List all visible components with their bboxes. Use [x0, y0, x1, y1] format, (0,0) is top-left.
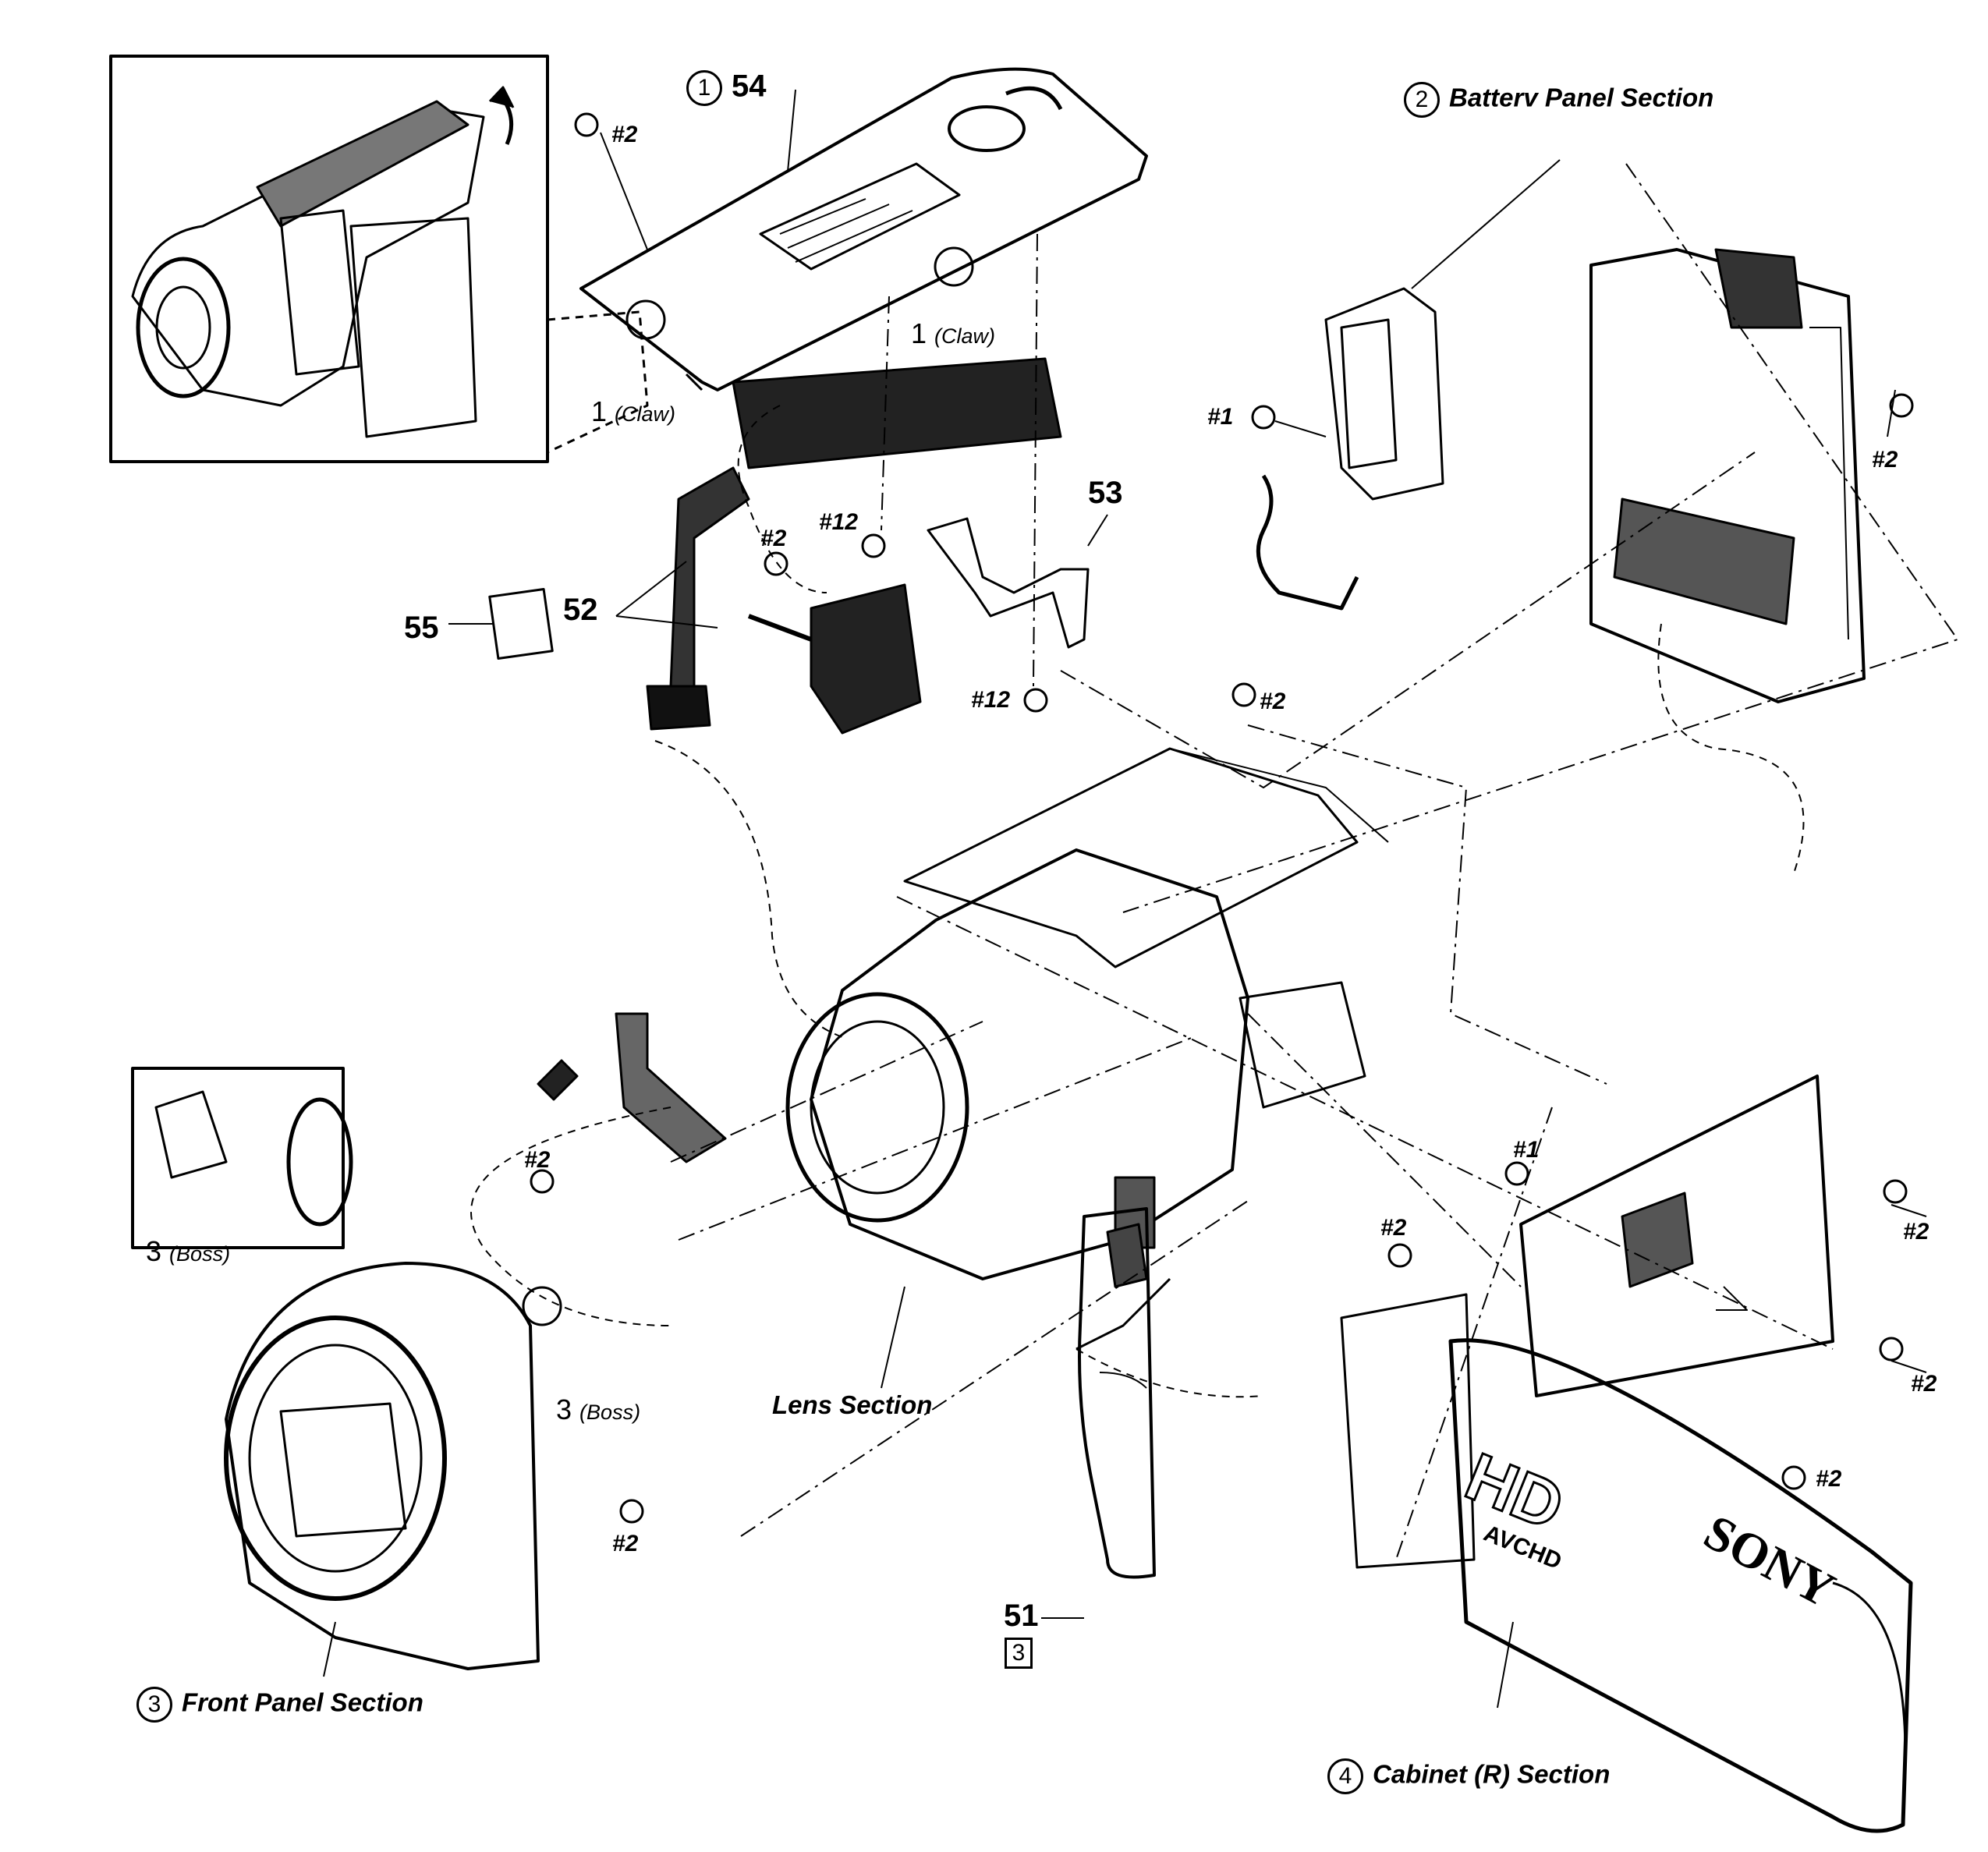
cabinet-r-section-text: Cabinet (R) Section — [1373, 1759, 1611, 1789]
front-panel-section-drawing — [131, 1067, 562, 1670]
boss-note-inset: 3 (Boss) — [146, 1238, 230, 1266]
part-54-label: 54 — [732, 69, 767, 104]
screw-2-label-mic: #2 — [760, 526, 787, 551]
claw-note-left: 1 (Claw) — [591, 398, 675, 426]
part-51-reference-box: 3 — [1005, 1638, 1033, 1669]
claw-count-left: 1 — [591, 395, 608, 427]
front-panel-section-label: 3 Front Panel Section — [136, 1687, 423, 1723]
front-panel-section-index: 3 — [136, 1687, 172, 1723]
boss-note-front: 3 (Boss) — [556, 1396, 640, 1424]
boss-text-front: (Boss) — [579, 1401, 641, 1424]
claw-note-right: 1 (Claw) — [911, 320, 995, 348]
screw-2-label-front-lower: #2 — [612, 1531, 639, 1556]
boss-count-inset: 3 — [146, 1235, 162, 1267]
small-flex — [1106, 1223, 1148, 1288]
boss-count-front: 3 — [556, 1393, 572, 1425]
lens-section-drawing — [785, 747, 1389, 1351]
guide-lines — [670, 163, 1958, 1560]
cabinet-r-section-label: 4 Cabinet (R) Section — [1327, 1758, 1610, 1794]
bracket-part-53 — [927, 517, 1090, 649]
top-cover-label: 1 54 — [686, 70, 767, 106]
screw-icons — [530, 112, 1914, 1524]
screw-2-label-front-upper: #2 — [524, 1147, 551, 1173]
battery-panel-section-text: Batterv Panel Section — [1449, 83, 1714, 112]
screw-2-label-chassis: #2 — [1260, 689, 1286, 714]
screw-12-label-upper: #12 — [819, 509, 859, 535]
front-panel-section-text: Front Panel Section — [182, 1687, 423, 1717]
screw-1-label-cabinet: #1 — [1513, 1137, 1540, 1163]
part-51-label: 51 — [1004, 1599, 1039, 1633]
part-51-reference-number: 3 — [1005, 1638, 1033, 1669]
screw-2-label-cabinet-bottom: #2 — [1816, 1466, 1842, 1492]
top-cover-part-54 — [579, 67, 1148, 391]
grip-belt-part-51 — [1078, 1207, 1156, 1579]
screw-2-label-cabinet-right-lower: #2 — [1911, 1371, 1937, 1397]
battery-panel-section-label: 2 Batterv Panel Section — [1404, 82, 1713, 118]
lens-harness — [537, 1059, 579, 1101]
claw-count-right: 1 — [911, 317, 927, 349]
screw-1-label-battery: #1 — [1207, 404, 1234, 430]
inset-camera-view — [109, 55, 649, 463]
part-53-label: 53 — [1088, 476, 1123, 510]
top-cover-index: 1 — [686, 70, 722, 106]
screw-2-label-cabinet-left: #2 — [1380, 1215, 1407, 1241]
screw-12-label-lower: #12 — [971, 687, 1011, 713]
boss-text-inset: (Boss) — [169, 1242, 231, 1266]
cabinet-r-section-index: 4 — [1327, 1758, 1363, 1794]
screw-2-label-top-cover: #2 — [611, 122, 638, 147]
claw-text-left: (Claw) — [615, 402, 676, 426]
part-52-label: 52 — [563, 593, 598, 627]
sheet-part-55 — [488, 588, 554, 660]
battery-panel-section-drawing — [1256, 248, 1866, 703]
lens-section-label: Lens Section — [772, 1390, 933, 1419]
dashed-paths — [470, 405, 1805, 1398]
cabinet-r-section-drawing — [1340, 1075, 1913, 1833]
screw-2-label-battery: #2 — [1872, 447, 1898, 473]
lens-flex-cable — [615, 1012, 727, 1163]
screw-2-label-cabinet-right-upper: #2 — [1903, 1219, 1930, 1245]
claw-text-right: (Claw) — [934, 324, 996, 348]
part-55-label: 55 — [404, 611, 439, 645]
flex-cable-part-52 — [646, 357, 1062, 735]
battery-panel-section-index: 2 — [1404, 82, 1440, 118]
leader-lines — [323, 89, 1927, 1709]
